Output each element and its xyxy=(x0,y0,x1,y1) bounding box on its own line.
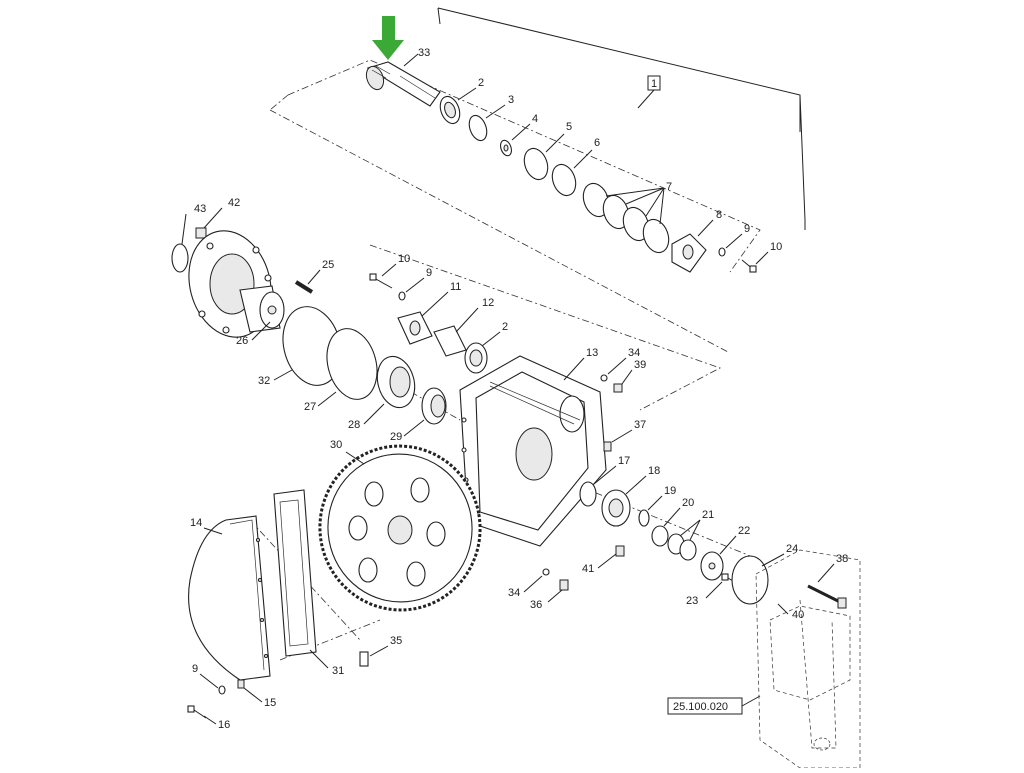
part-9-washer-bottom xyxy=(218,685,226,695)
callout-28: 28 xyxy=(348,419,360,431)
callout-7: 7 xyxy=(666,181,672,193)
part-16-bolt xyxy=(187,705,207,719)
callout-10: 10 xyxy=(770,241,782,253)
part-9-washer-top xyxy=(718,247,726,257)
callout-34: 34 xyxy=(628,347,640,359)
exploded-parts-diagram: 1 33 2 3 4 5 xyxy=(160,0,864,769)
part-7-shims xyxy=(582,182,670,254)
part-17-ring xyxy=(579,481,597,507)
callout-40: 40 xyxy=(792,609,804,621)
callout-6: 6 xyxy=(594,137,600,149)
part-39-plug xyxy=(613,383,623,393)
part-11-cover xyxy=(397,311,433,345)
part-5-gasket xyxy=(523,147,549,181)
part-15-clip xyxy=(237,679,245,689)
reference-frame xyxy=(755,549,861,769)
part-20-washer xyxy=(651,525,669,547)
callout-25: 25 xyxy=(322,259,334,271)
callout-17: 17 xyxy=(618,455,630,467)
part-35-clip xyxy=(359,651,369,667)
callout-13: 13 xyxy=(586,347,598,359)
part-3-ring xyxy=(468,114,488,142)
part-29-race xyxy=(421,387,447,425)
part-27-ring xyxy=(326,328,378,400)
callout-19: 19 xyxy=(664,485,676,497)
callout-9: 9 xyxy=(744,223,750,235)
callout-23: 23 xyxy=(686,595,698,607)
callout-41: 41 xyxy=(582,563,594,575)
callout-34b: 34 xyxy=(508,587,520,599)
callout-33: 33 xyxy=(418,47,430,59)
highlight-arrow xyxy=(372,16,404,60)
part-41-plug xyxy=(615,545,625,557)
callout-3: 3 xyxy=(508,94,514,106)
callout-36: 36 xyxy=(530,599,542,611)
part-2-bearing-top xyxy=(439,95,461,125)
callout-37: 37 xyxy=(634,419,646,431)
assembly-1-bracket: 1 xyxy=(437,7,806,230)
part-28-bearing xyxy=(376,355,416,409)
callout-31: 31 xyxy=(332,665,344,677)
part-30-gear xyxy=(318,444,482,612)
callout-43: 43 xyxy=(194,203,206,215)
callout-29: 29 xyxy=(390,431,402,443)
part-36-plug xyxy=(559,579,569,591)
callout-10b: 10 xyxy=(398,253,410,265)
callout-22: 22 xyxy=(738,525,750,537)
callout-14: 14 xyxy=(190,517,202,529)
part-31-gasket xyxy=(273,489,317,657)
callout-21: 21 xyxy=(702,509,714,521)
callout-26: 26 xyxy=(236,335,248,347)
callout-4: 4 xyxy=(532,113,538,125)
callout-16: 16 xyxy=(218,719,230,731)
part-21-shims xyxy=(667,533,697,561)
callout-5: 5 xyxy=(566,121,572,133)
part-9-washer-mid xyxy=(398,291,406,301)
part-4-washer xyxy=(500,139,512,157)
callout-9b: 9 xyxy=(426,267,432,279)
part-2-bearing-mid xyxy=(464,342,488,374)
reference-label: 25.100.020 xyxy=(673,701,728,713)
part-6-gasket xyxy=(551,163,577,197)
callout-20: 20 xyxy=(682,497,694,509)
callout-24: 24 xyxy=(786,543,798,555)
callout-11: 11 xyxy=(450,281,461,293)
callout-2: 2 xyxy=(478,77,484,89)
part-8-cover xyxy=(671,233,707,273)
callout-15: 15 xyxy=(264,697,276,709)
callout-18: 18 xyxy=(648,465,660,477)
part-33-shaft xyxy=(365,61,441,107)
callout-12: 12 xyxy=(482,297,494,309)
part-34-washer-bottom xyxy=(542,568,550,576)
callout-27: 27 xyxy=(304,401,316,413)
callout-32: 32 xyxy=(258,375,270,387)
callout-42: 42 xyxy=(228,197,240,209)
part-18-bearing xyxy=(601,489,631,527)
part-10-bolt-top xyxy=(741,259,757,273)
part-43-ring xyxy=(171,243,189,273)
part-22-plate xyxy=(700,551,724,581)
part-flange xyxy=(171,227,285,338)
callout-35: 35 xyxy=(390,635,402,647)
callout-38: 38 xyxy=(836,553,848,565)
callout-8: 8 xyxy=(716,209,722,221)
part-19-washer xyxy=(638,509,650,527)
part-12-gasket xyxy=(433,325,467,357)
callout-2b: 2 xyxy=(502,321,508,333)
part-24-cover xyxy=(731,555,769,605)
callout-9c: 9 xyxy=(192,663,198,675)
part-25-pin xyxy=(294,280,314,294)
callout-30: 30 xyxy=(330,439,342,451)
part-10-bolt-mid xyxy=(369,273,393,289)
part-37-plug xyxy=(603,441,612,452)
part-14-cover xyxy=(188,515,271,681)
part-34-washer-top xyxy=(600,374,608,382)
callout-1: 1 xyxy=(651,78,657,90)
callout-39: 39 xyxy=(634,359,646,371)
part-13-housing xyxy=(459,355,607,547)
